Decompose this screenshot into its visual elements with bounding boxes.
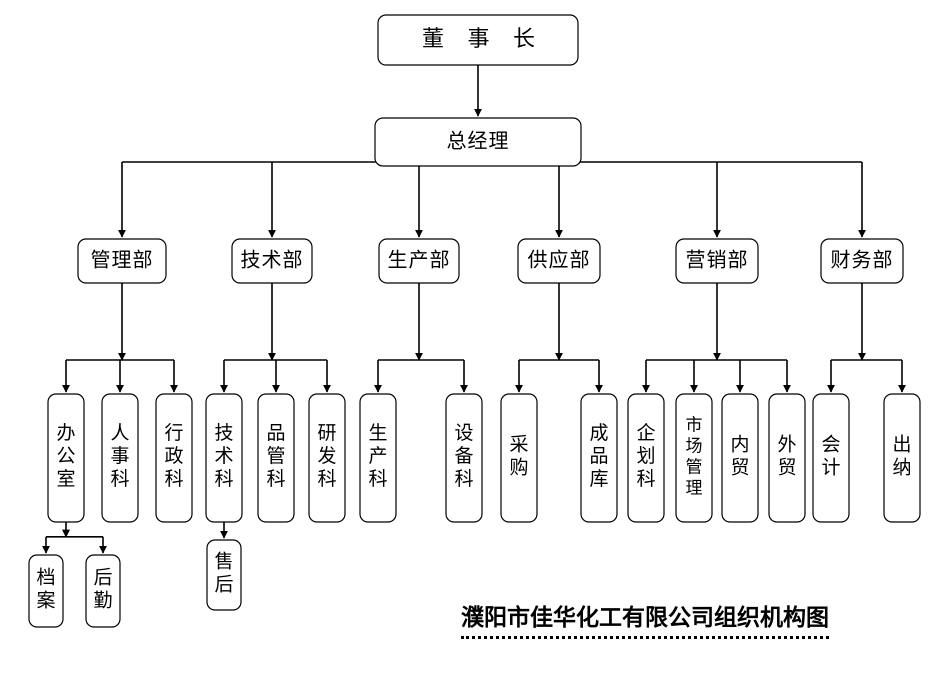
connector-layer xyxy=(42,65,906,554)
node-dept_mgmt[interactable]: 管理部 xyxy=(77,238,167,284)
node-box-gm xyxy=(374,117,582,167)
node-box-archive xyxy=(28,554,64,628)
node-box-prodsec xyxy=(359,393,397,523)
node-label-marketmgmt: 市场管理 xyxy=(686,415,703,497)
node-box-planning xyxy=(627,393,665,523)
node-label-planning: 企划科 xyxy=(636,422,655,490)
node-box-rd xyxy=(308,393,346,523)
node-label-accounting: 会计 xyxy=(821,434,840,479)
node-label-admin: 行政科 xyxy=(164,422,183,490)
node-box-dept_sales xyxy=(675,238,759,284)
node-box-office xyxy=(47,393,85,523)
node-hr[interactable]: 人事科 xyxy=(101,393,139,523)
node-box-aftersales xyxy=(206,539,242,611)
node-box-qc xyxy=(257,393,295,523)
node-label-purchase: 采购 xyxy=(509,434,528,479)
node-office[interactable]: 办公室 xyxy=(47,393,85,523)
node-label-foreign: 外贸 xyxy=(777,434,796,479)
node-box-domestic xyxy=(721,393,759,523)
node-label-hr: 人事科 xyxy=(110,422,129,490)
node-label-dept_mgmt: 管理部 xyxy=(91,249,154,272)
node-dept_tech[interactable]: 技术部 xyxy=(231,238,313,284)
node-purchase[interactable]: 采购 xyxy=(500,393,538,523)
node-warehouse[interactable]: 成品库 xyxy=(580,393,618,523)
node-box-warehouse xyxy=(580,393,618,523)
node-box-dept_fin xyxy=(820,238,904,284)
node-archive[interactable]: 档案 xyxy=(28,554,64,628)
node-label-gm: 总经理 xyxy=(447,130,510,153)
node-box-equip xyxy=(445,393,483,523)
node-dept_supp[interactable]: 供应部 xyxy=(517,238,601,284)
node-box-marketmgmt xyxy=(675,393,713,523)
node-label-dept_prod: 生产部 xyxy=(388,249,451,272)
node-cashier[interactable]: 出纳 xyxy=(883,393,921,523)
node-box-hr xyxy=(101,393,139,523)
node-box-purchase xyxy=(500,393,538,523)
node-chairman[interactable]: 董 事 长 xyxy=(377,14,579,66)
node-label-office: 办公室 xyxy=(56,422,75,490)
node-admin[interactable]: 行政科 xyxy=(155,393,193,523)
node-rd[interactable]: 研发科 xyxy=(308,393,346,523)
node-label-rd: 研发科 xyxy=(317,423,336,490)
node-label-logistics: 后勤 xyxy=(93,567,112,612)
node-box-dept_mgmt xyxy=(77,238,167,284)
node-dept_sales[interactable]: 营销部 xyxy=(675,238,759,284)
node-label-archive: 档案 xyxy=(36,567,55,612)
node-box-logistics xyxy=(85,554,121,628)
node-prodsec[interactable]: 生产科 xyxy=(359,393,397,523)
node-planning[interactable]: 企划科 xyxy=(627,393,665,523)
node-label-warehouse: 成品库 xyxy=(589,422,608,490)
node-logistics[interactable]: 后勤 xyxy=(85,554,121,628)
node-label-cashier: 出纳 xyxy=(892,434,911,479)
node-gm[interactable]: 总经理 xyxy=(374,117,582,167)
node-label-aftersales: 售后 xyxy=(214,551,233,596)
node-aftersales[interactable]: 售后 xyxy=(206,539,242,611)
node-label-dept_supp: 供应部 xyxy=(528,249,591,272)
node-marketmgmt[interactable]: 市场管理 xyxy=(675,393,713,523)
node-label-dept_tech: 技术部 xyxy=(241,249,304,272)
node-box-cashier xyxy=(883,393,921,523)
node-label-domestic: 内贸 xyxy=(730,434,749,479)
node-label-dept_fin: 财务部 xyxy=(831,249,894,272)
chart-title: 濮阳市佳华化工有限公司组织机构图 xyxy=(461,598,829,639)
node-label-qc: 品管科 xyxy=(266,423,285,490)
node-box-accounting xyxy=(812,393,850,523)
node-foreign[interactable]: 外贸 xyxy=(768,393,806,523)
node-box-admin xyxy=(155,393,193,523)
node-label-equip: 设备科 xyxy=(454,422,473,490)
node-qc[interactable]: 品管科 xyxy=(257,393,295,523)
node-box-foreign xyxy=(768,393,806,523)
node-equip[interactable]: 设备科 xyxy=(445,393,483,523)
node-label-techsec: 技术科 xyxy=(214,422,233,490)
node-dept_prod[interactable]: 生产部 xyxy=(378,238,460,284)
node-accounting[interactable]: 会计 xyxy=(812,393,850,523)
node-box-dept_prod xyxy=(378,238,460,284)
node-label-prodsec: 生产科 xyxy=(368,422,387,490)
node-box-chairman xyxy=(377,14,579,66)
node-box-dept_supp xyxy=(517,238,601,284)
node-techsec[interactable]: 技术科 xyxy=(205,393,243,523)
node-domestic[interactable]: 内贸 xyxy=(721,393,759,523)
node-dept_fin[interactable]: 财务部 xyxy=(820,238,904,284)
node-box-techsec xyxy=(205,393,243,523)
node-label-chairman: 董 事 长 xyxy=(422,26,544,51)
node-label-dept_sales: 营销部 xyxy=(686,249,749,272)
node-box-dept_tech xyxy=(231,238,313,284)
